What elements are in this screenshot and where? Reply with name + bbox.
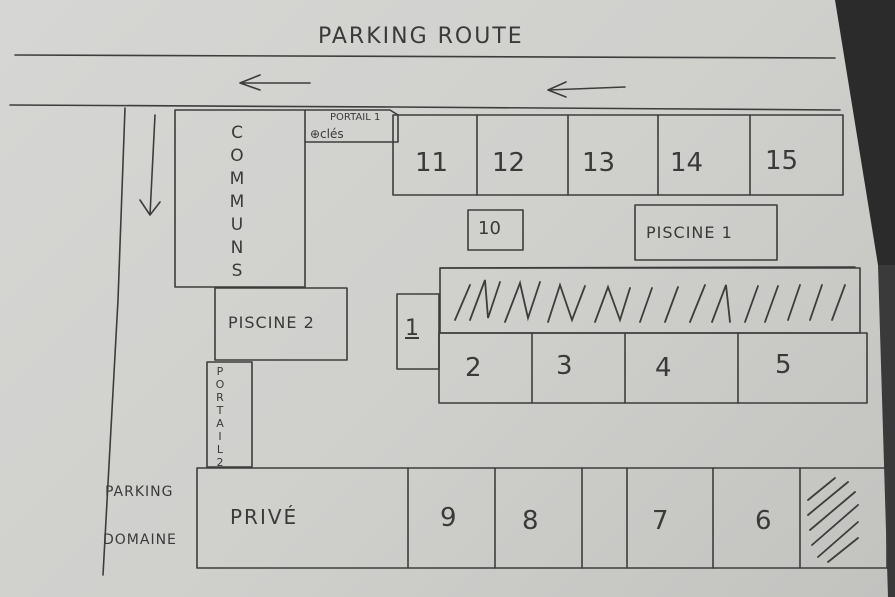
- spot-3: 3: [556, 351, 573, 381]
- portail1-sublabel: ⊕clés: [310, 127, 344, 141]
- road-edge-top: [9, 104, 841, 111]
- piscine1-block: [634, 204, 778, 261]
- parking-label: PARKING: [105, 484, 174, 500]
- spot-8: 8: [522, 506, 539, 536]
- spots-11-15-row: [392, 114, 844, 196]
- spot-1: 1: [405, 316, 419, 341]
- hatched-area: [439, 267, 861, 334]
- spot-1-box: [396, 293, 440, 370]
- communs-block: [174, 109, 306, 288]
- spot-11: 11: [415, 148, 449, 178]
- spot-9: 9: [440, 503, 457, 533]
- spot-13: 13: [582, 148, 616, 178]
- prive-label: PRIVÉ: [230, 505, 299, 529]
- piscine1-label: PISCINE 1: [646, 223, 733, 242]
- arrow-left-1: [239, 74, 311, 91]
- hatch-marks: [454, 279, 846, 323]
- bottom-row: [196, 467, 888, 569]
- arrow-down: [139, 114, 161, 216]
- page-title: PARKING ROUTE: [318, 24, 524, 49]
- spot-15: 15: [765, 146, 799, 176]
- spot-10: 10: [478, 218, 501, 239]
- road-edge-left: [102, 107, 126, 576]
- domaine-label: DOMAINE: [103, 532, 177, 548]
- piscine2-block: [214, 287, 348, 361]
- hatch-marks-bottom: [807, 477, 859, 563]
- spot-6: 6: [755, 506, 772, 536]
- spot-12: 12: [492, 148, 526, 178]
- spot-7: 7: [652, 506, 669, 536]
- spot-14: 14: [670, 148, 704, 178]
- spot-2: 2: [465, 353, 482, 383]
- title-underline: [14, 54, 836, 59]
- spot-5: 5: [775, 350, 792, 380]
- spot-4: 4: [655, 353, 672, 383]
- piscine2-label: PISCINE 2: [228, 313, 315, 332]
- portail2-block: [206, 361, 253, 468]
- spot-10-box: [467, 209, 524, 251]
- portail1-label: PORTAIL 1: [330, 112, 381, 123]
- arrow-left-2: [547, 81, 626, 98]
- spots-2-5-row: [438, 332, 868, 404]
